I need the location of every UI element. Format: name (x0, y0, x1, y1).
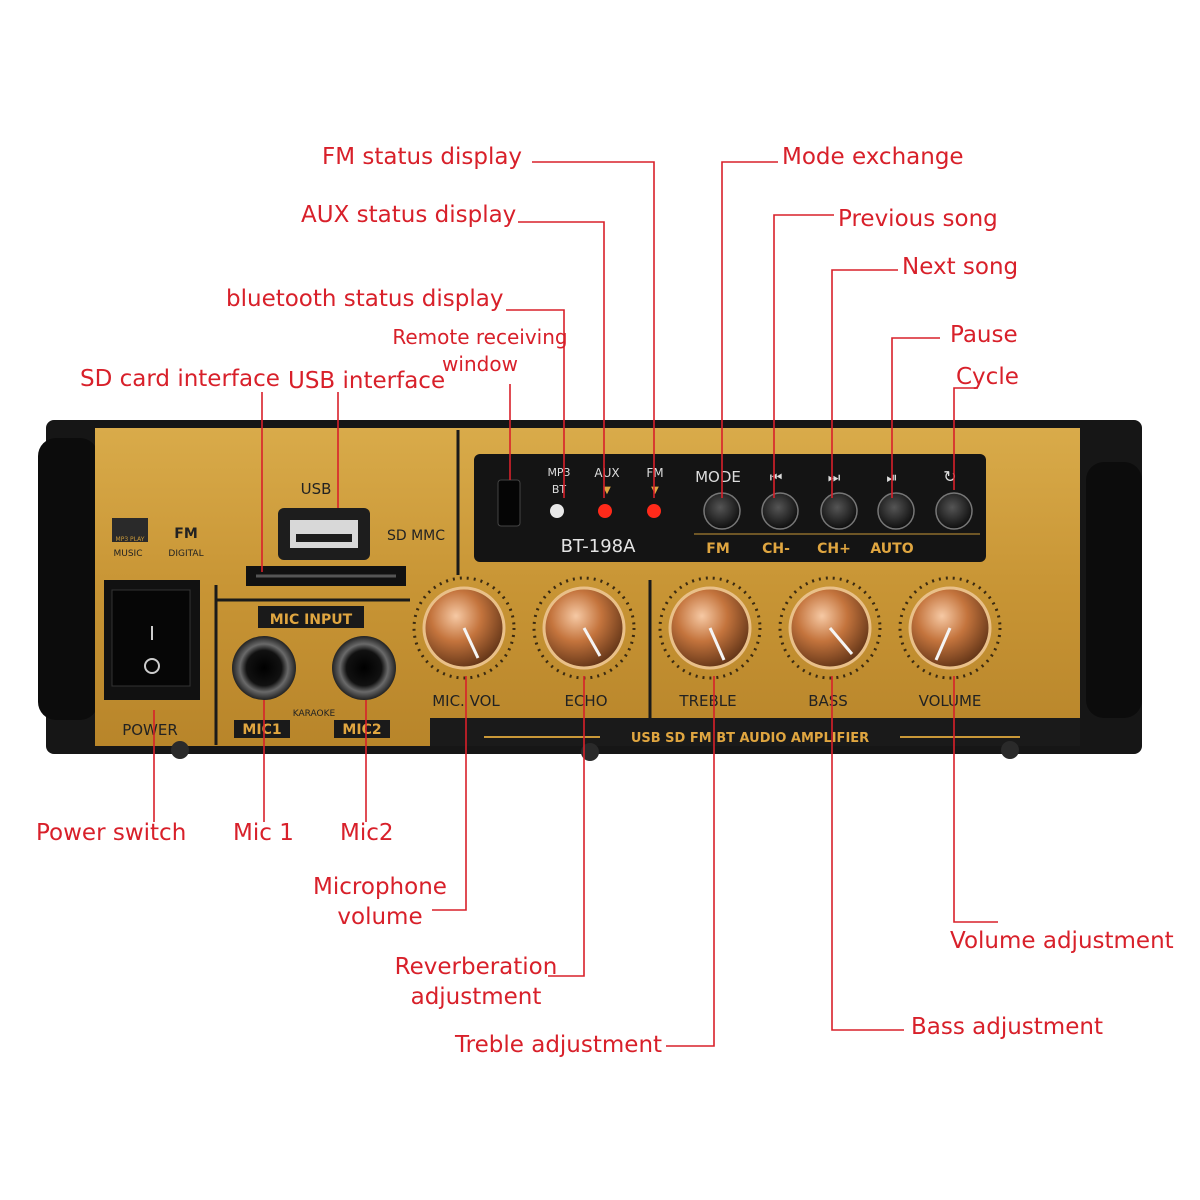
volume-knob[interactable] (898, 576, 1002, 680)
power-switch-callout: Power switch (36, 820, 186, 846)
reverb-callout: Reverberation adjustment (394, 954, 558, 1010)
remote-window (497, 479, 521, 527)
model-label: BT-198A (561, 536, 637, 557)
usb-callout: USB interface (288, 368, 445, 394)
svg-text:CH+: CH+ (817, 541, 851, 557)
sd-card-slot[interactable]: SD MMC (246, 528, 445, 586)
mode-callout: Mode exchange (782, 144, 964, 170)
usb-label: USB (301, 480, 332, 498)
echo-label: ECHO (564, 692, 607, 710)
svg-text:▼: ▼ (603, 485, 611, 496)
svg-text:BT: BT (552, 483, 567, 496)
svg-text:FM: FM (706, 541, 730, 557)
bass-label: BASS (808, 692, 848, 710)
svg-text:▼: ▼ (651, 485, 659, 496)
footer-band (430, 718, 1080, 746)
leader-lines (153, 161, 998, 1047)
karaoke-label: KARAOKE (293, 709, 336, 719)
volume-callout: Volume adjustment (950, 928, 1174, 954)
callouts: FM status display AUX status display blu… (36, 144, 1103, 1058)
svg-text:MP3 PLAY: MP3 PLAY (116, 536, 145, 543)
svg-text:FM: FM (646, 466, 663, 480)
left-handle (38, 438, 98, 720)
pause-callout: Pause (950, 322, 1018, 348)
bt-status-callout: bluetooth status display (226, 286, 503, 312)
power-label: POWER (122, 721, 178, 739)
svg-text:AUX: AUX (594, 466, 619, 480)
svg-text:MUSIC: MUSIC (113, 549, 142, 559)
aux-status-callout: AUX status display (301, 202, 516, 228)
sd-mmc-label: SD MMC (387, 528, 445, 544)
bass-callout: Bass adjustment (911, 1014, 1103, 1040)
svg-text:AUTO: AUTO (870, 541, 913, 557)
svg-text:MP3: MP3 (547, 466, 570, 479)
svg-text:FM: FM (174, 526, 198, 542)
next-icon: ⏭ (828, 470, 841, 486)
knob-row: MIC. VOL ECHO TREBLE BASS VOLUME USB SD … (412, 576, 1020, 746)
mic-vol-knob[interactable] (412, 576, 516, 680)
fm-status-led (647, 504, 661, 518)
sd-card-callout: SD card interface (80, 366, 280, 392)
prev-callout: Previous song (838, 206, 998, 232)
next-callout: Next song (902, 254, 1018, 280)
svg-text:DIGITAL: DIGITAL (168, 549, 203, 559)
mic2-label: MIC2 (342, 722, 381, 738)
prev-icon: ⏮ (770, 470, 783, 486)
cycle-button[interactable] (935, 492, 973, 530)
pause-button[interactable] (877, 492, 915, 530)
treble-label: TREBLE (678, 692, 736, 710)
format-logos: MP3 PLAY MUSIC FM DIGITAL (112, 518, 204, 559)
treble-knob[interactable] (658, 576, 762, 680)
control-module: MP3 BT AUX ▼ FM ▼ BT-198A MODE ⏮ ⏭ ⏯ ↻ F… (474, 454, 986, 562)
power-switch[interactable]: POWER (104, 580, 200, 739)
svg-text:MODE: MODE (695, 468, 741, 486)
prev-button[interactable] (761, 492, 799, 530)
footer-label: USB SD FM BT AUDIO AMPLIFIER (631, 731, 869, 746)
cycle-callout: Cycle (956, 364, 1019, 390)
mic-input-section: MIC INPUT KARAOKE MIC1 MIC2 (232, 606, 396, 738)
fm-status-callout: FM status display (322, 144, 522, 170)
bass-knob[interactable] (778, 576, 882, 680)
usb-port[interactable]: USB (278, 480, 370, 560)
aux-status-led (598, 504, 612, 518)
treble-callout: Treble adjustment (454, 1032, 662, 1058)
mic2-callout: Mic2 (340, 820, 394, 846)
mic1-label: MIC1 (242, 722, 281, 738)
next-button[interactable] (820, 492, 858, 530)
volume-label: VOLUME (919, 692, 982, 710)
bt-status-led (550, 504, 564, 518)
mic1-jack[interactable] (232, 636, 296, 700)
mic-volume-callout: Microphone volume (313, 874, 447, 930)
right-handle (1086, 462, 1142, 718)
remote-window-callout: Remote receiving window (392, 325, 568, 376)
mode-button[interactable] (703, 492, 741, 530)
mic-input-label: MIC INPUT (270, 612, 353, 628)
svg-text:CH-: CH- (762, 541, 790, 557)
mic2-jack[interactable] (332, 636, 396, 700)
mic1-callout: Mic 1 (233, 820, 294, 846)
